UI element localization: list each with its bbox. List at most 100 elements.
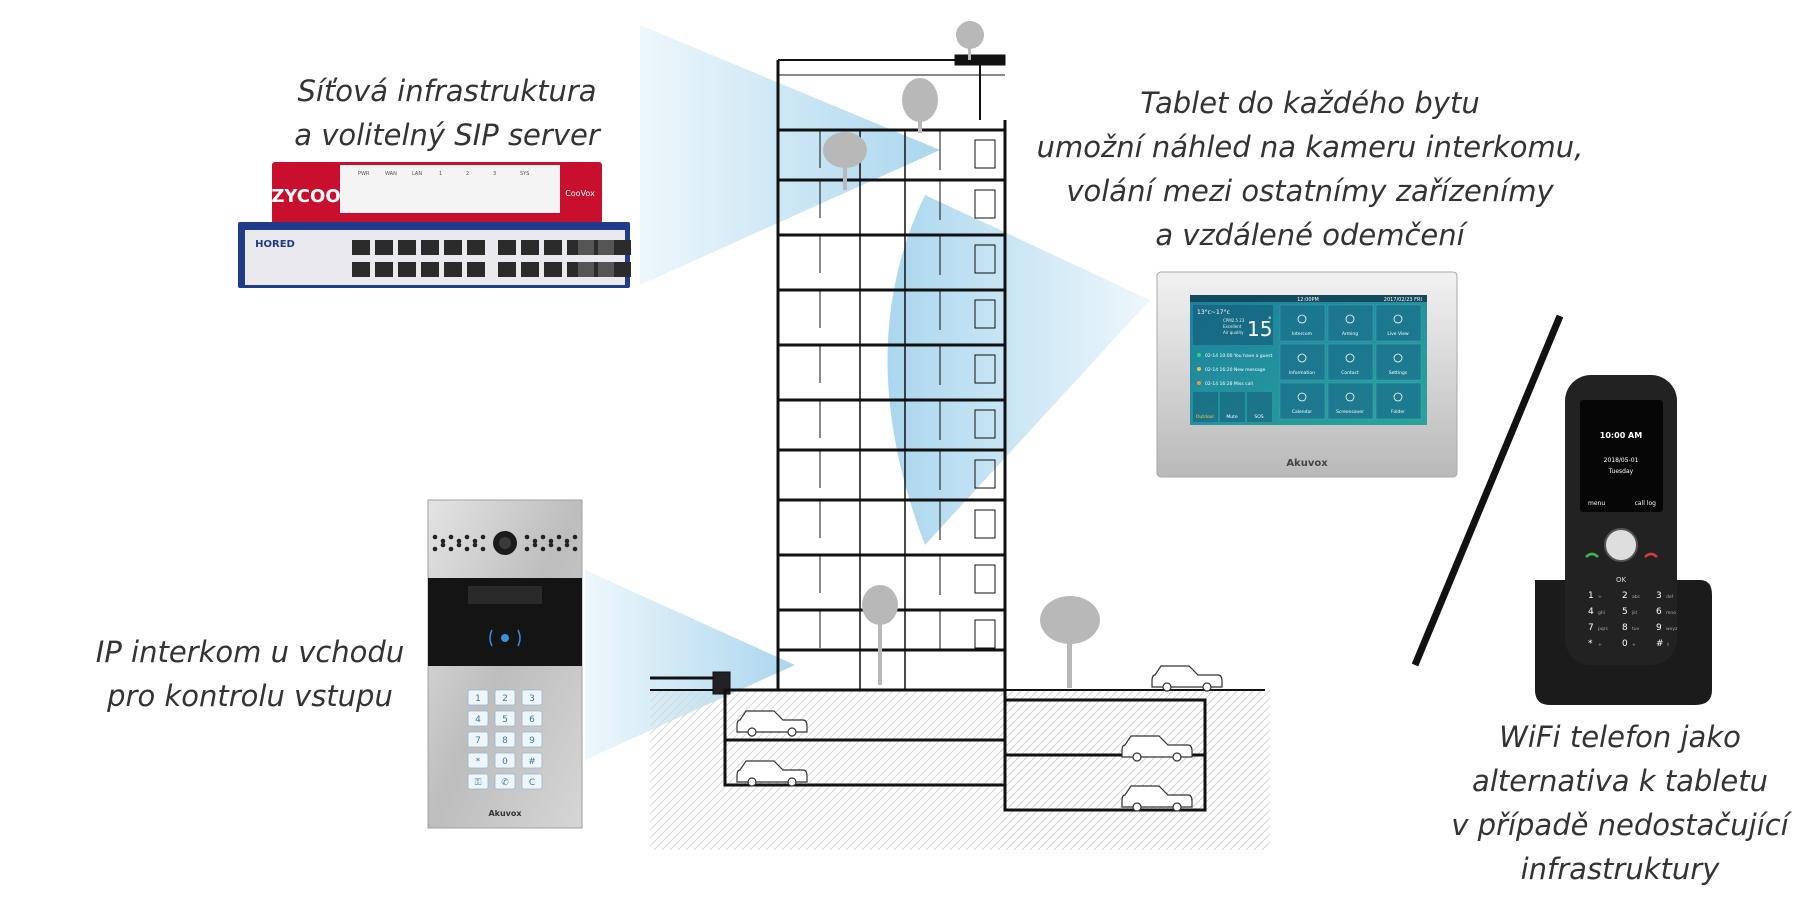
intercom-key[interactable] <box>494 773 516 790</box>
switch-port <box>613 262 631 277</box>
car-wheel <box>747 727 757 737</box>
intercom-key-label: ✆ <box>501 778 509 788</box>
weather-range: 13°c~17°c <box>1197 309 1230 316</box>
weather-line: Air quality <box>1223 330 1244 335</box>
building-window <box>974 299 996 329</box>
phone-key[interactable]: 1 <box>1588 591 1594 601</box>
speaker-hole <box>464 546 470 552</box>
intercom-key[interactable] <box>467 689 489 706</box>
speaker-hole <box>524 534 530 540</box>
car-wheel <box>747 777 757 787</box>
building-window <box>974 619 996 649</box>
phone-key[interactable]: # <box>1656 639 1664 649</box>
phone-key[interactable]: 9 <box>1656 623 1662 633</box>
switch-port <box>544 262 562 277</box>
router-port-label: SYS <box>520 171 529 177</box>
router-port-label: WAN <box>385 171 397 177</box>
switch-port <box>421 240 439 255</box>
tablet-quick-button[interactable] <box>1220 392 1245 422</box>
intercom-key-label: 4 <box>475 715 481 725</box>
speaker-hole <box>448 534 454 540</box>
phone-soft-left: menu <box>1588 500 1605 507</box>
notification-text: 02-14 16:20 New message <box>1205 367 1266 373</box>
intercom-key-label: 1 <box>475 694 481 704</box>
speaker-hole <box>440 538 446 544</box>
tablet-quick-label: SOS <box>1254 414 1263 420</box>
caption-phone-line-4: infrastruktury <box>1520 852 1720 886</box>
switch-port <box>521 262 539 277</box>
intercom-key-label: 3 <box>529 694 535 704</box>
intercom-key[interactable] <box>494 752 516 769</box>
speaker-hole <box>432 546 438 552</box>
intercom-key[interactable] <box>521 689 543 706</box>
router-port-label: 3 <box>493 171 496 177</box>
switch-port <box>467 240 485 255</box>
car <box>1151 665 1223 688</box>
phone-time: 10:00 AM <box>1600 431 1642 440</box>
phone-key[interactable]: 4 <box>1588 607 1594 617</box>
caption-intercom-line-2: pro kontrolu vstupu <box>107 679 393 713</box>
switch-port <box>444 240 462 255</box>
intercom-key[interactable] <box>521 731 543 748</box>
car-wheel <box>1172 752 1182 762</box>
speaker-hole <box>448 546 454 552</box>
car <box>1121 735 1193 758</box>
phone-key[interactable]: 8 <box>1622 623 1628 633</box>
switch-port <box>521 240 539 255</box>
phone-key[interactable]: 3 <box>1656 591 1662 601</box>
speaker-hole <box>540 534 546 540</box>
caption-tablet: Tablet do každého bytu umožní náhled na … <box>1010 81 1610 257</box>
network-switch: HORED <box>238 222 631 288</box>
phone-key[interactable]: 5 <box>1622 607 1628 617</box>
phone-key-letters: + <box>1632 642 1636 648</box>
router-port-label: 1 <box>439 171 442 177</box>
phone-key[interactable]: * <box>1588 639 1593 649</box>
switch-sfp-port <box>578 240 594 255</box>
car <box>1121 785 1193 808</box>
speaker-hole <box>532 542 538 548</box>
tablet-tile-label: Information <box>1289 370 1315 376</box>
intercom-key[interactable] <box>494 710 516 727</box>
phone-day: Tuesday <box>1608 468 1634 475</box>
building-window <box>974 564 996 594</box>
phone-key[interactable]: 6 <box>1656 607 1662 617</box>
intercom-key-label: 0 <box>502 757 508 767</box>
phone-key[interactable]: 7 <box>1588 623 1594 633</box>
notification-icon <box>1197 381 1201 385</box>
intercom-key[interactable] <box>494 689 516 706</box>
tablet-tile-label: Screensaver <box>1336 409 1364 415</box>
intercom-key[interactable] <box>521 773 543 790</box>
phone-key-letters: tuv <box>1632 626 1640 632</box>
tablet-quick-button[interactable] <box>1193 392 1218 422</box>
intercom-key[interactable] <box>467 710 489 727</box>
tablet-quick-button[interactable] <box>1247 392 1272 422</box>
tablet-tile-label: Settings <box>1389 370 1408 376</box>
intercom-key[interactable] <box>467 773 489 790</box>
building-window <box>974 244 996 274</box>
intercom-key[interactable] <box>467 731 489 748</box>
speaker-hole <box>480 534 486 540</box>
caption-phone-line-3: v případě nedostačující <box>1451 808 1789 842</box>
speaker-hole <box>472 538 478 544</box>
tablet-brand: Akuvox <box>1286 458 1328 469</box>
caption-tablet-line-2: umožní náhled na kameru interkomu, <box>1036 130 1584 164</box>
car-wheel <box>1202 682 1212 692</box>
car-wheel <box>1162 682 1172 692</box>
phone-key[interactable]: 2 <box>1622 591 1628 601</box>
speaker-hole <box>472 542 478 548</box>
tablet-tile-icon <box>1345 314 1355 324</box>
phone-key[interactable]: 0 <box>1622 639 1628 649</box>
car <box>736 710 808 733</box>
intercom-key-label: # <box>528 757 536 767</box>
switch-sfp-port <box>598 240 614 255</box>
intercom-key[interactable] <box>467 752 489 769</box>
speaker-hole <box>564 542 570 548</box>
phone-key-letters: + <box>1598 642 1602 648</box>
router-brand: ZYCOO <box>271 186 340 207</box>
intercom-key[interactable] <box>521 710 543 727</box>
intercom-key[interactable] <box>494 731 516 748</box>
intercom-key[interactable] <box>521 752 543 769</box>
speaker-hole <box>456 538 462 544</box>
speaker-hole <box>556 546 562 552</box>
